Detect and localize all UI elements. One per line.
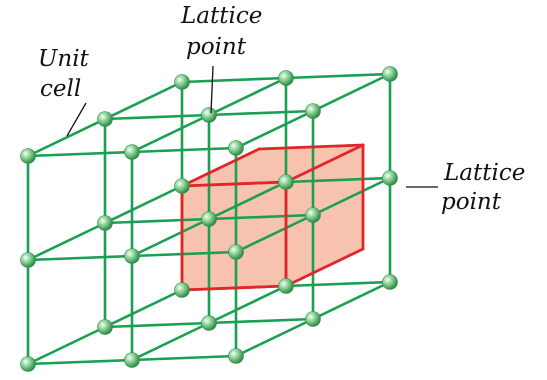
lattice-edge bbox=[26, 221, 107, 262]
lattice-point bbox=[228, 140, 244, 156]
lattice-point bbox=[174, 74, 190, 90]
lattice-edge bbox=[103, 113, 211, 121]
lattice-point bbox=[382, 66, 398, 82]
lattice-point bbox=[278, 278, 294, 294]
lattice-point bbox=[305, 311, 321, 327]
lattice-edge bbox=[311, 280, 392, 321]
lattice-points bbox=[20, 66, 398, 372]
lattice-edge bbox=[284, 280, 392, 288]
lattice-point bbox=[382, 274, 398, 290]
lattice-edge bbox=[26, 254, 134, 262]
lattice-edge bbox=[26, 150, 134, 158]
unit-cell-edge bbox=[257, 143, 365, 151]
lattice-point bbox=[278, 174, 294, 190]
lattice-point-top-label-line2: point bbox=[186, 34, 247, 60]
lattice-point-top-leader-line bbox=[210, 65, 214, 114]
lattice-point bbox=[20, 148, 36, 164]
lattice-point bbox=[20, 356, 36, 372]
lattice-point-right-label-line2: point bbox=[441, 189, 502, 215]
lattice-edge bbox=[207, 284, 288, 325]
lattice-edge bbox=[207, 76, 288, 117]
lattice-point bbox=[201, 107, 217, 123]
unit-cell-edge bbox=[284, 143, 365, 184]
lattice-edge bbox=[311, 176, 392, 217]
unit-cell-edge bbox=[284, 247, 365, 288]
lattice-point bbox=[174, 178, 190, 194]
lattice-edge bbox=[103, 288, 184, 329]
lattice-point bbox=[97, 319, 113, 335]
lattice-point bbox=[382, 170, 398, 186]
lattice-edge bbox=[26, 117, 107, 158]
lattice-point bbox=[97, 111, 113, 127]
unit-cell-label-line1: Unit bbox=[38, 46, 90, 72]
lattice-edge bbox=[234, 213, 315, 254]
lattice-edge bbox=[103, 217, 211, 225]
unit-cell-label-line2: cell bbox=[40, 76, 81, 102]
lattice-point-right-label-line1: Lattice bbox=[443, 160, 525, 186]
lattice-edge bbox=[130, 354, 238, 362]
lattice-edge bbox=[234, 109, 315, 150]
lattice-edge bbox=[130, 321, 211, 362]
lattice-point bbox=[201, 211, 217, 227]
unit-cell-top-face bbox=[182, 145, 363, 186]
unit-cell-edge bbox=[180, 180, 288, 188]
lattice-edge bbox=[103, 80, 184, 121]
unit-cell-edge bbox=[180, 147, 261, 188]
lattice-edge bbox=[311, 72, 392, 113]
lattice-edge bbox=[103, 321, 211, 329]
lattice-point bbox=[305, 103, 321, 119]
lattice-edge bbox=[234, 317, 315, 358]
lattice-point-top-label-line1: Lattice bbox=[180, 3, 262, 29]
lattice-edge bbox=[130, 146, 238, 154]
lattice-point bbox=[228, 348, 244, 364]
lattice-point bbox=[278, 70, 294, 86]
lattice-edge bbox=[130, 250, 238, 258]
lattice-edge bbox=[207, 180, 288, 221]
lattice-point bbox=[124, 144, 140, 160]
lattice-point bbox=[97, 215, 113, 231]
unit-cell-edges bbox=[180, 143, 365, 292]
lattice-edge bbox=[180, 76, 288, 84]
lattice-point bbox=[305, 207, 321, 223]
lattice-edge bbox=[26, 358, 134, 366]
lattice-edge bbox=[130, 217, 211, 258]
lattice-point bbox=[228, 244, 244, 260]
lattice-edge bbox=[26, 325, 107, 366]
lattice-point bbox=[124, 352, 140, 368]
lattice-edge bbox=[207, 213, 315, 221]
lattice-point bbox=[124, 248, 140, 264]
lattice-point bbox=[20, 252, 36, 268]
lattice-edge bbox=[284, 72, 392, 80]
lattice-edge bbox=[284, 176, 392, 184]
unit-cell-leader-line bbox=[66, 102, 87, 137]
lattice-point bbox=[201, 315, 217, 331]
lattice-edge bbox=[207, 109, 315, 117]
lattice-point bbox=[174, 282, 190, 298]
lattice-edge bbox=[103, 184, 184, 225]
lattice-edge bbox=[207, 317, 315, 325]
unit-cell-edge bbox=[180, 284, 288, 292]
lattice-edge bbox=[130, 113, 211, 154]
